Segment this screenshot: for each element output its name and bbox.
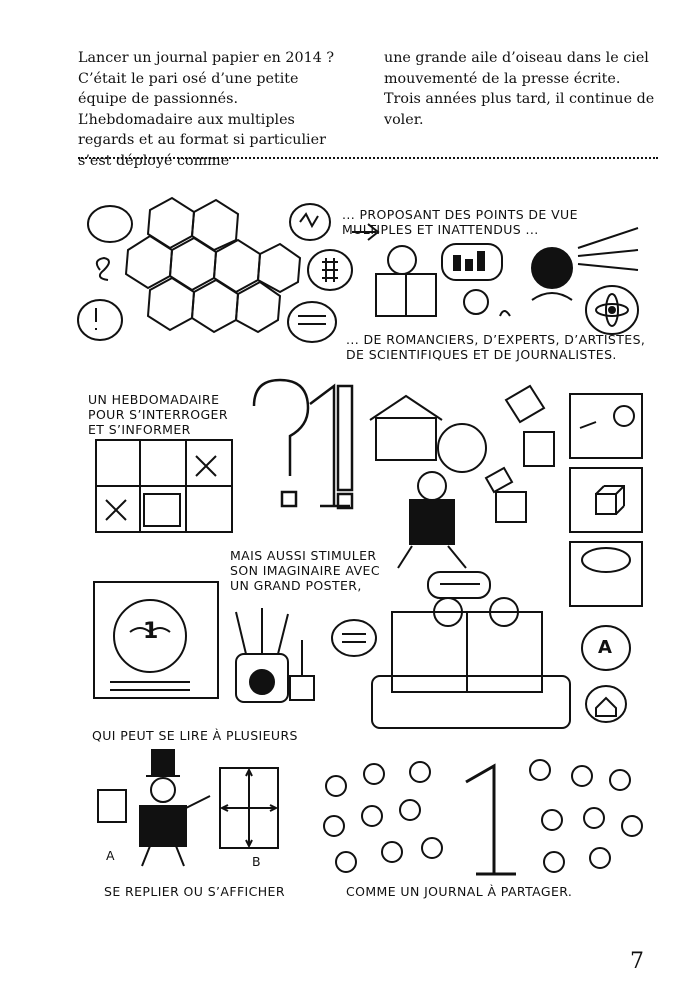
intro-text: Lancer un journal papier en 2014 ? C’éta… <box>78 48 656 171</box>
dotted-divider <box>78 157 658 159</box>
label-a: A <box>106 848 115 863</box>
page-number: 7 <box>630 949 644 974</box>
caption-points-of-view: ... proposant des points de vue multiple… <box>342 207 578 237</box>
speech-bubbles-left <box>77 203 353 343</box>
caption-read-together: qui peut se lire à plusieurs <box>92 728 298 743</box>
intro-column-1: Lancer un journal papier en 2014 ? C’éta… <box>78 50 335 169</box>
silhouette-drawing <box>531 227 639 335</box>
pencil-cup-drawing <box>235 608 315 703</box>
juggler-drawing <box>369 384 555 569</box>
caption-poster: Mais aussi stimuler son imaginaire avec … <box>230 548 380 593</box>
folding-sheet-drawing <box>219 767 279 849</box>
intro-column-2: une grande aile d’oiseau dans le ciel mo… <box>384 50 655 128</box>
sofa-readers-drawing <box>331 571 631 729</box>
reader-drawing <box>375 243 511 317</box>
crowd-drawing <box>323 759 643 876</box>
caption-contributors: ... de romanciers, d’experts, d’artistes… <box>346 332 646 362</box>
bubble-a-label: A <box>598 637 613 658</box>
question-mark-one-drawing <box>252 378 354 510</box>
caption-share: comme un journal à partager. <box>346 884 573 899</box>
caption-fold-display: se replier ou s’afficher <box>104 884 285 899</box>
poster-drawing <box>93 581 219 699</box>
crowd-cluster-drawing <box>124 196 302 334</box>
label-b: B <box>252 854 261 869</box>
side-panels-drawing <box>569 393 643 607</box>
magician-drawing <box>97 749 211 867</box>
caption-weekly: Un hebdomadaire pour s’interroger et s’i… <box>88 392 228 437</box>
arrow-right <box>352 223 380 241</box>
poster-logo-label: 1 <box>143 619 159 644</box>
grid-drawing <box>95 439 233 533</box>
